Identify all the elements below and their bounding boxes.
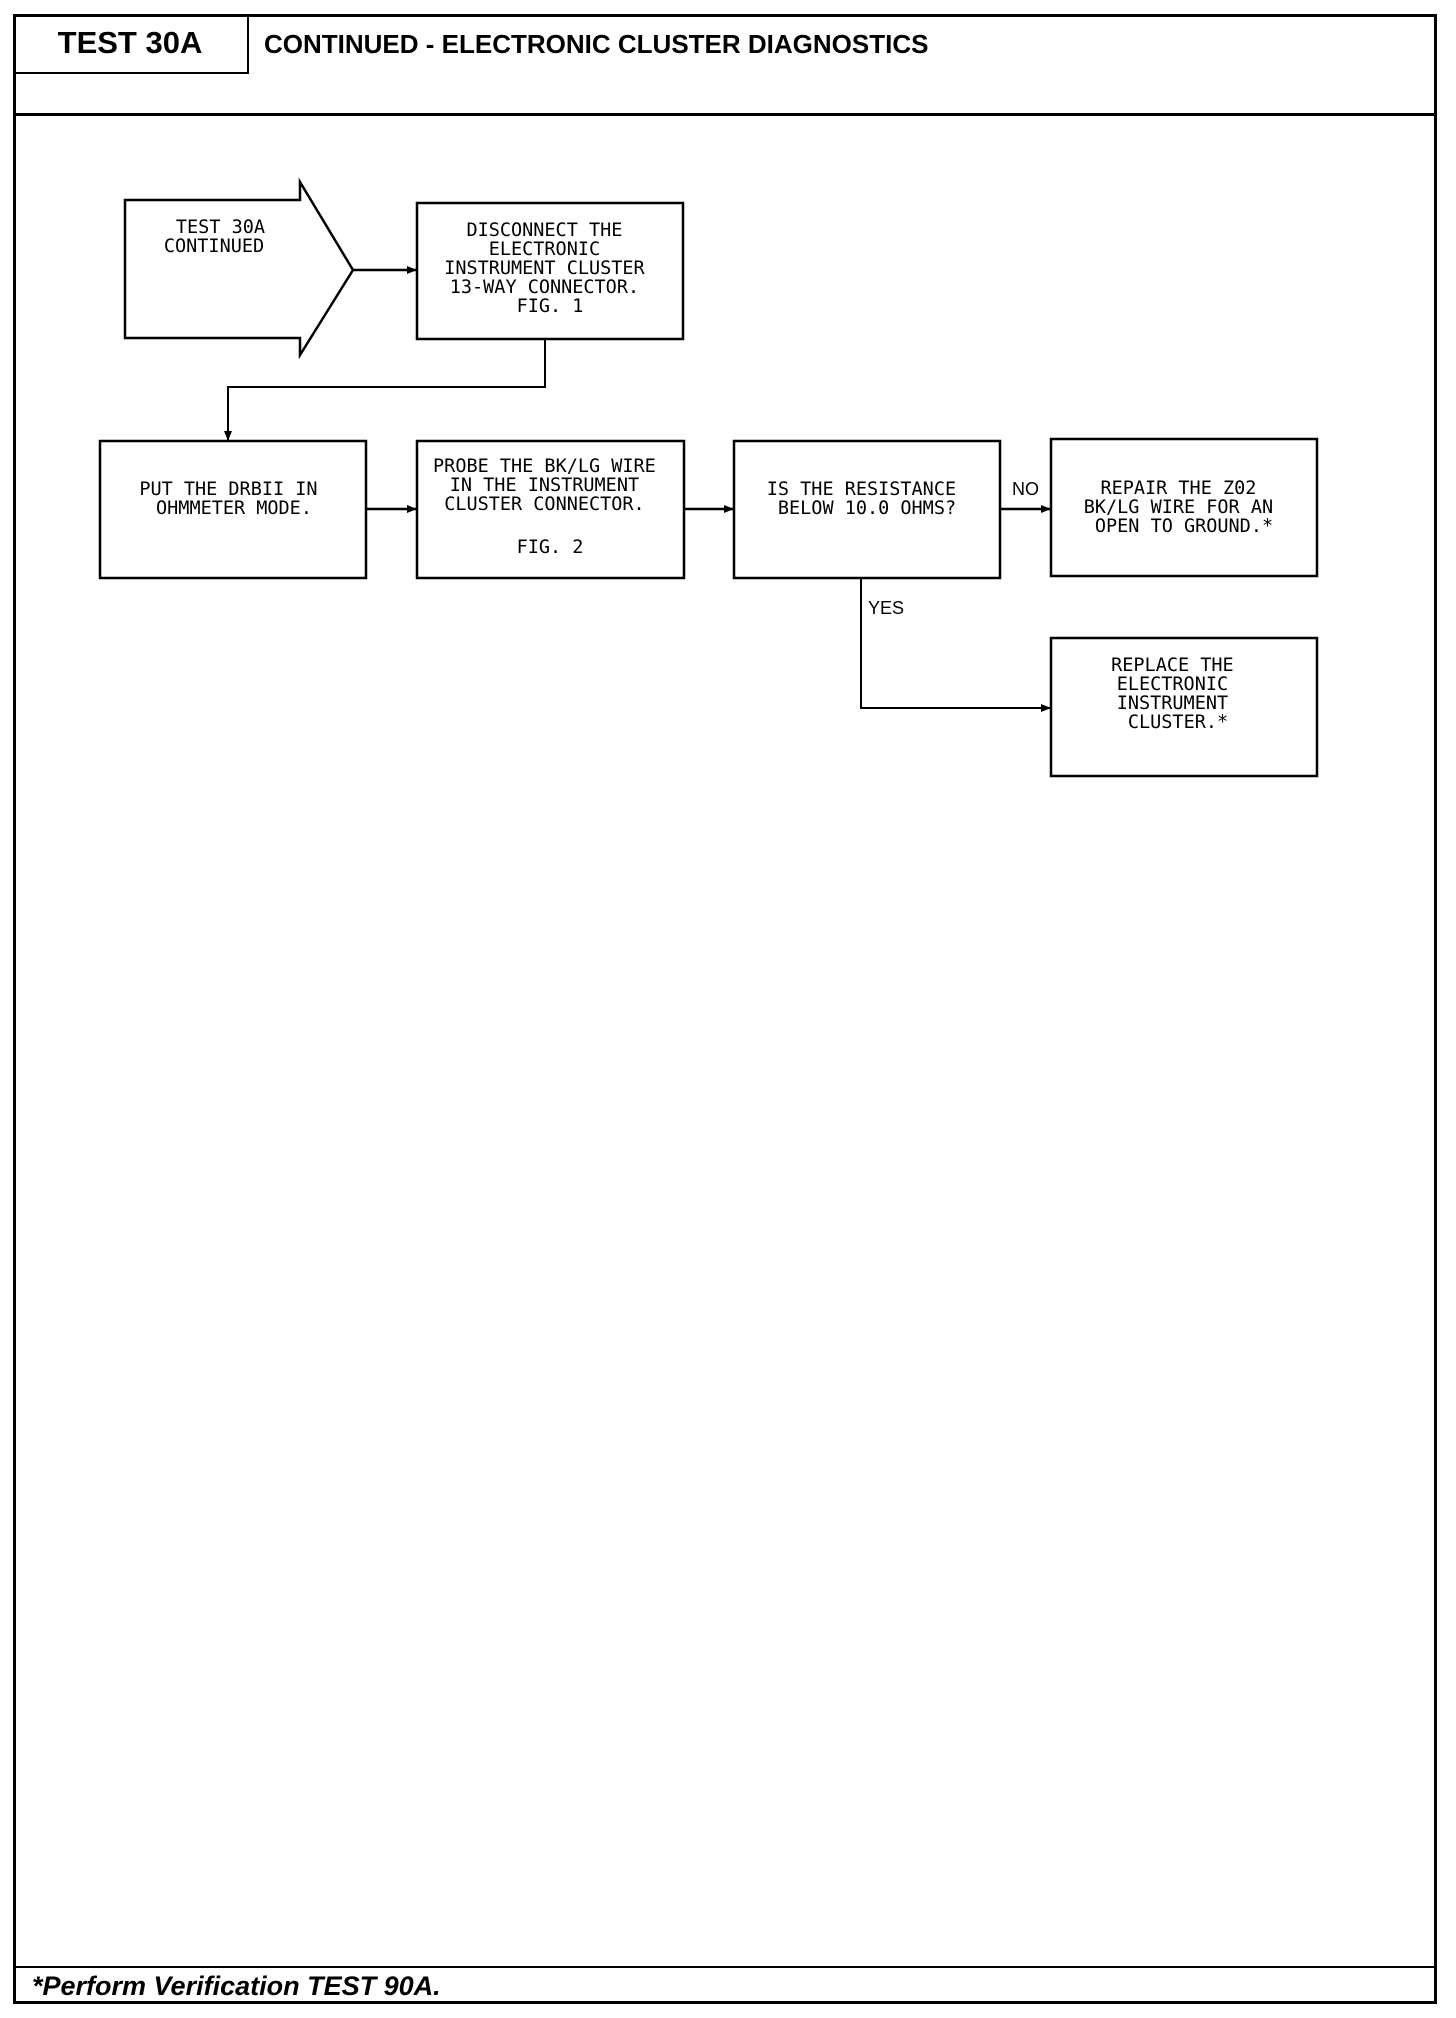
test-id-label: TEST 30A <box>13 14 249 74</box>
probe-step: PROBE THE BK/LG WIRE IN THE INSTRUMENT C… <box>415 439 686 580</box>
entry-text: TEST 30A CONTINUED <box>164 217 276 257</box>
connector-question-replace <box>860 578 1051 712</box>
repair-line: BK/LG WIRE FOR AN <box>1084 497 1273 518</box>
disconnect-line: INSTRUMENT CLUSTER <box>444 258 645 279</box>
disconnect-line: DISCONNECT THE <box>466 220 622 241</box>
replace-line: CLUSTER.* <box>1128 712 1228 733</box>
yes-branch-label: YES <box>868 598 904 618</box>
replace-step: REPLACE THE ELECTRONIC INSTRUMENT CLUSTE… <box>1049 636 1319 778</box>
probe-line: FIG. 2 <box>517 537 584 558</box>
replace-text: REPLACE THE ELECTRONIC INSTRUMENT CLUSTE… <box>1111 655 1245 733</box>
ohmmeter-text: PUT THE DRBII IN OHMMETER MODE. <box>139 479 328 519</box>
question-text: IS THE RESISTANCE BELOW 10.0 OHMS? <box>767 479 968 519</box>
probe-line: PROBE THE BK/LG WIRE <box>433 456 656 477</box>
entry-arrow: TEST 30A CONTINUED <box>123 177 355 360</box>
entry-line: TEST 30A <box>176 217 265 238</box>
ohmmeter-step: PUT THE DRBII IN OHMMETER MODE. <box>98 439 368 580</box>
repair-line: REPAIR THE Z02 <box>1100 478 1256 499</box>
replace-line: ELECTRONIC <box>1117 674 1228 695</box>
question-line: BELOW 10.0 OHMS? <box>778 498 956 519</box>
repair-text: REPAIR THE Z02 BK/LG WIRE FOR AN OPEN TO… <box>1084 478 1285 537</box>
probe-text: PROBE THE BK/LG WIRE IN THE INSTRUMENT C… <box>433 456 667 558</box>
connector-disconnect-ohmmeter <box>224 339 546 441</box>
repair-line: OPEN TO GROUND.* <box>1095 516 1273 537</box>
no-branch-label: NO <box>1012 479 1039 499</box>
probe-line: IN THE INSTRUMENT <box>450 475 639 496</box>
footer-bar <box>13 1966 1437 2004</box>
question-line: IS THE RESISTANCE <box>767 479 956 500</box>
disconnect-text: DISCONNECT THE ELECTRONIC INSTRUMENT CLU… <box>444 220 656 317</box>
repair-step: REPAIR THE Z02 BK/LG WIRE FOR AN OPEN TO… <box>1049 437 1319 578</box>
disconnect-line: ELECTRONIC <box>489 239 600 260</box>
replace-line: INSTRUMENT <box>1117 693 1228 714</box>
footer-note: *Perform Verification TEST 90A. <box>32 1970 441 2001</box>
disconnect-line: FIG. 1 <box>517 296 584 317</box>
page-title: CONTINUED - ELECTRONIC CLUSTER DIAGNOSTI… <box>264 28 929 59</box>
probe-line: CLUSTER CONNECTOR. <box>444 494 644 515</box>
disconnect-step: DISCONNECT THE ELECTRONIC INSTRUMENT CLU… <box>415 201 685 341</box>
entry-line: CONTINUED <box>164 236 264 257</box>
replace-line: REPLACE THE <box>1111 655 1234 676</box>
ohmmeter-line: OHMMETER MODE. <box>156 498 312 519</box>
ohmmeter-line: PUT THE DRBII IN <box>139 479 317 500</box>
disconnect-line: 13-WAY CONNECTOR. <box>450 277 639 298</box>
question-step: IS THE RESISTANCE BELOW 10.0 OHMS? <box>732 439 1002 580</box>
header-bar <box>13 14 1437 116</box>
